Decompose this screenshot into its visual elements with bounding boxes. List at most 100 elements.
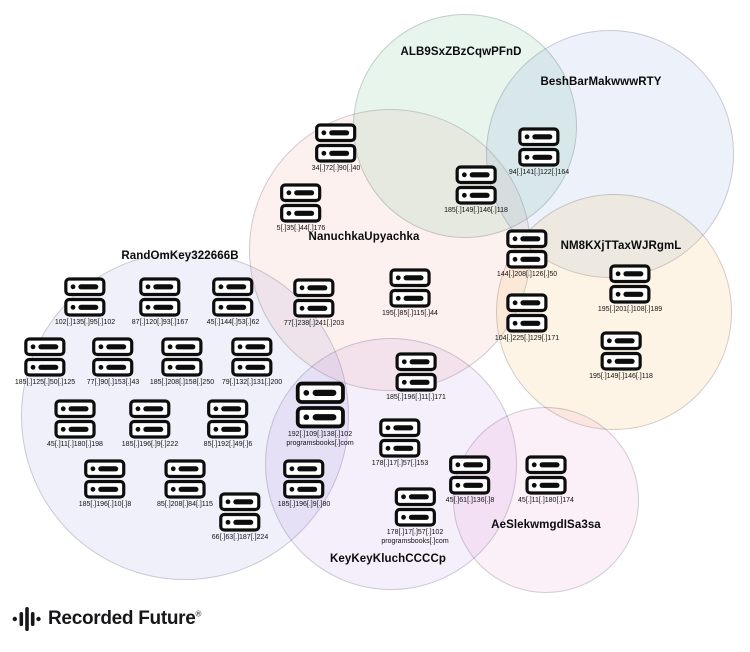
- server-icon: [164, 459, 206, 499]
- server-icon: [389, 268, 431, 308]
- cluster-label: NanuchkaUpyachka: [308, 231, 420, 243]
- cluster-label: NM8KXjTTaxWJRgmL: [560, 240, 682, 252]
- server-icon: [219, 492, 261, 532]
- node-domain-label: programsbooks[.]com: [381, 538, 449, 545]
- server-node: 87[.]120[.]93[.]167: [132, 277, 188, 327]
- server-icon: [600, 331, 642, 371]
- node-ip-label: 178[.]17[.]57[.]102: [386, 529, 444, 536]
- server-icon: [379, 418, 421, 458]
- server-icon: [394, 487, 436, 527]
- server-icon: [455, 165, 497, 205]
- server-icon: [280, 183, 322, 223]
- server-icon: [293, 278, 335, 318]
- node-ip-label: 185[.]196[.]9[.]222: [121, 441, 179, 448]
- node-ip-label: 185[.]196[.]10[.]8: [78, 501, 132, 508]
- node-ip-label: 45[.]144[.]53[.]62: [206, 319, 260, 326]
- node-ip-label: 144[.]208[.]126[.]50: [496, 271, 558, 278]
- server-node: 5[.]35[.]44[.]176: [276, 183, 326, 233]
- server-icon: [506, 293, 548, 333]
- node-ip-label: 77[.]238[.]241[.]203: [283, 320, 345, 327]
- cluster-label: AeSlekwmgdISa3sa: [491, 519, 601, 531]
- server-icon: [295, 381, 345, 429]
- server-icon: [395, 352, 437, 392]
- server-icon: [231, 337, 273, 377]
- server-icon: [92, 337, 134, 377]
- brand-wordmark: Recorded Future®: [48, 608, 201, 630]
- server-icon: [139, 277, 181, 317]
- server-node: 34[.]72[.]90[.]40: [311, 123, 361, 173]
- server-icon: [84, 459, 126, 499]
- server-node: 195[.]85[.]115[.]44: [382, 268, 438, 318]
- server-node: 45[.]11[.]180[.]174: [518, 455, 574, 505]
- cluster-circle: [453, 407, 639, 593]
- server-icon: [525, 455, 567, 495]
- server-node: 85[.]192[.]49[.]6: [203, 399, 253, 449]
- server-node: 45[.]144[.]53[.]62: [206, 277, 260, 327]
- server-node: 178[.]17[.]57[.]153: [372, 418, 428, 468]
- cluster-label: ALB9SxZBzCqwPFnD: [400, 46, 522, 58]
- cluster-label: BeshBarMakwwwRTY: [540, 76, 662, 88]
- server-icon: [283, 459, 325, 499]
- node-ip-label: 66[.]63[.]187[.]224: [211, 534, 269, 541]
- server-node: 77[.]90[.]153[.]43: [86, 337, 140, 387]
- server-icon: [207, 399, 249, 439]
- node-ip-label: 104[.]225[.]129[.]171: [494, 335, 560, 342]
- cluster-label: RandOmKey322666B: [121, 250, 239, 262]
- node-ip-label: 85[.]208[.]84[.]115: [157, 501, 213, 508]
- server-icon: [212, 277, 254, 317]
- server-icon: [24, 337, 66, 377]
- node-ip-label: 102[.]135[.]95[.]102: [54, 319, 116, 326]
- node-ip-label: 45[.]61[.]136[.]8: [445, 497, 495, 504]
- server-icon: [449, 455, 491, 495]
- server-icon: [518, 127, 560, 167]
- cluster-label: KeyKeyKluchCCCCp: [330, 553, 446, 565]
- node-ip-label: 87[.]120[.]93[.]167: [131, 319, 189, 326]
- registered-mark: ®: [195, 609, 202, 619]
- server-node: 94[.]141[.]122[.]164: [509, 127, 569, 177]
- node-ip-label: 5[.]35[.]44[.]176: [276, 225, 326, 232]
- server-node: 192[.]109[.]138[.]102 programsbooks[.]co…: [286, 381, 354, 448]
- server-node: 185[.]196[.]11[.]171: [386, 352, 446, 402]
- server-node: 185[.]196[.]9[.]80: [277, 459, 331, 509]
- server-node: 195[.]201[.]108[.]189: [598, 264, 662, 314]
- node-ip-label: 34[.]72[.]90[.]40: [311, 165, 361, 172]
- node-ip-label: 195[.]149[.]146[.]118: [589, 373, 653, 380]
- server-icon: [129, 399, 171, 439]
- node-ip-label: 192[.]109[.]138[.]102: [287, 431, 353, 438]
- node-ip-label: 45[.]11[.]180[.]174: [518, 497, 574, 504]
- server-node: 185[.]149[.]146[.]118: [444, 165, 508, 215]
- server-node: 185[.]196[.]9[.]222: [122, 399, 178, 449]
- recorded-future-logo: Recorded Future®: [12, 604, 201, 634]
- node-ip-label: 185[.]149[.]146[.]118: [444, 207, 508, 214]
- node-ip-label: 185[.]208[.]158[.]250: [149, 379, 215, 386]
- server-node: 77[.]238[.]241[.]203: [284, 278, 344, 328]
- server-icon: [161, 337, 203, 377]
- server-node: 195[.]149[.]146[.]118: [589, 331, 653, 381]
- node-ip-label: 94[.]141[.]122[.]164: [508, 169, 570, 176]
- brand-text: Recorded Future: [48, 608, 196, 629]
- server-node: 104[.]225[.]129[.]171: [495, 293, 559, 343]
- node-ip-label: 178[.]17[.]57[.]153: [371, 460, 429, 467]
- node-ip-label: 185[.]125[.]50[.]125: [14, 379, 76, 386]
- recorded-future-logo-icon: [12, 607, 41, 631]
- server-node: 79[.]132[.]131[.]200: [222, 337, 282, 387]
- node-ip-label: 195[.]85[.]115[.]44: [382, 310, 438, 317]
- server-node: 144[.]208[.]126[.]50: [497, 229, 557, 279]
- node-ip-label: 77[.]90[.]153[.]43: [86, 379, 140, 386]
- node-ip-label: 79[.]132[.]131[.]200: [221, 379, 283, 386]
- server-icon: [609, 264, 651, 304]
- node-ip-label: 85[.]192[.]49[.]6: [203, 441, 253, 448]
- server-icon: [506, 229, 548, 269]
- server-node: 45[.]11[.]180[.]198: [47, 399, 103, 449]
- node-ip-label: 185[.]196[.]9[.]80: [277, 501, 331, 508]
- server-node: 85[.]208[.]84[.]115: [157, 459, 213, 509]
- server-node: 178[.]17[.]57[.]102 programsbooks[.]com: [381, 487, 449, 546]
- node-ip-label: 45[.]11[.]180[.]198: [47, 441, 103, 448]
- node-domain-label: programsbooks[.]com: [286, 440, 354, 447]
- server-icon: [315, 123, 357, 163]
- server-icon: [64, 277, 106, 317]
- server-node: 66[.]63[.]187[.]224: [212, 492, 268, 542]
- server-node: 102[.]135[.]95[.]102: [55, 277, 115, 327]
- server-node: 185[.]196[.]10[.]8: [78, 459, 132, 509]
